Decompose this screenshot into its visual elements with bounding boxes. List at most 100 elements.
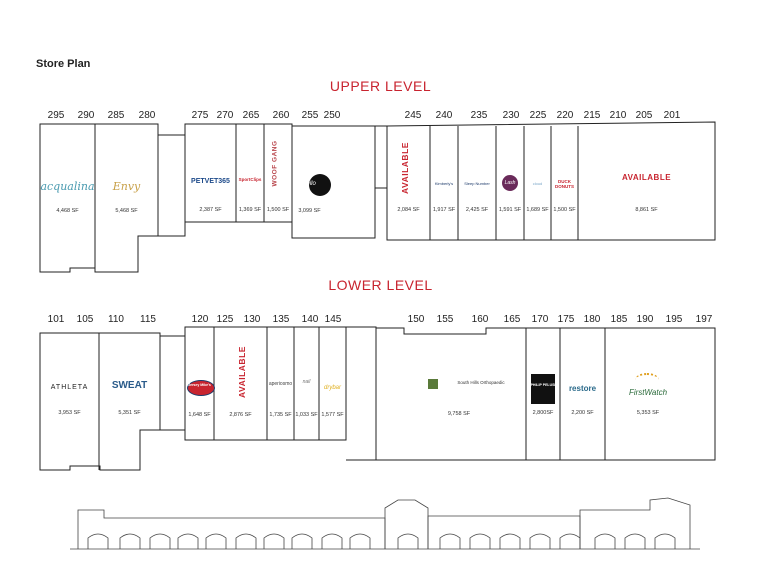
lower-unit-101: 101 bbox=[47, 314, 65, 325]
restore-logo: restore bbox=[568, 384, 597, 393]
firstwatch-logo: FirstWatch bbox=[628, 388, 668, 397]
sf-label: 5,353 SF bbox=[636, 410, 660, 416]
sf-label: 1,591 SF bbox=[498, 207, 522, 213]
lower-unit-145: 145 bbox=[324, 314, 342, 325]
duckdonuts-logo: DUCK DONUTS bbox=[555, 179, 574, 189]
store-restore[interactable]: restore 2,200 SF bbox=[560, 328, 605, 460]
upper-unit-295: 295 bbox=[47, 110, 65, 121]
lower-unit-120: 120 bbox=[191, 314, 209, 325]
lash-logo-badge bbox=[502, 175, 518, 191]
store-sweat[interactable]: SWEAT 5,351 SF bbox=[99, 333, 160, 433]
elevation-arch-9 bbox=[349, 533, 371, 549]
upper-connector-left bbox=[158, 134, 186, 237]
lower-unit-110: 110 bbox=[108, 314, 124, 325]
upper-unit-280: 280 bbox=[138, 110, 156, 121]
lower-unit-150: 150 bbox=[407, 314, 425, 325]
elevation-arch-8 bbox=[321, 533, 343, 549]
store-woofgang[interactable]: WOOF GANG 1,500 SF bbox=[264, 124, 292, 222]
store-sleepnumber[interactable]: Sleep Number 2,425 SF bbox=[458, 126, 496, 240]
store-nail[interactable]: nail 1,033 SF bbox=[294, 327, 319, 440]
store-hello[interactable]: hello 3,099 SF bbox=[292, 126, 375, 238]
sweat-logo: SWEAT bbox=[111, 380, 148, 391]
store-jerseymikes[interactable]: Jersey Mike's 1,648 SF bbox=[185, 327, 215, 440]
store-envy[interactable]: Envy 5,468 SF bbox=[95, 124, 158, 234]
store-philippelusi[interactable]: PHILIP PELUSI 2,800SF bbox=[526, 328, 560, 460]
upper-right-block bbox=[386, 121, 716, 241]
drybar-logo: drybar bbox=[323, 385, 341, 391]
sf-label: 8,861 SF bbox=[635, 207, 658, 213]
philippelusi-logo-badge bbox=[531, 374, 555, 404]
store-sportclips[interactable]: SportClips 1,369 SF bbox=[236, 124, 264, 222]
firstwatch-sun-icon bbox=[635, 373, 659, 387]
jerseymikes-logo-badge bbox=[187, 380, 215, 396]
elevation-arch-7 bbox=[291, 533, 313, 549]
store-petvet365[interactable]: PETVET365 2,387 SF bbox=[185, 124, 236, 222]
lower-unit-175: 175 bbox=[557, 314, 575, 325]
upper-hello-block bbox=[291, 125, 376, 239]
sf-label: 2,425 SF bbox=[465, 207, 489, 213]
store-firstwatch[interactable]: FirstWatch 5,353 SF bbox=[605, 328, 715, 460]
hello-logo: hello bbox=[303, 181, 316, 187]
philippelusi-logo: PHILIP PELUSI bbox=[530, 383, 556, 387]
sf-label: 5,468 SF bbox=[115, 208, 138, 214]
sf-label: 4,468 SF bbox=[56, 208, 79, 214]
lower-unit-185: 185 bbox=[610, 314, 628, 325]
sf-label: 1,577 SF bbox=[321, 412, 344, 418]
lower-right-block bbox=[375, 327, 716, 461]
elevation-arch-2 bbox=[149, 533, 171, 549]
sf-label: 1,648 SF bbox=[188, 412, 211, 418]
lower-unit-195: 195 bbox=[665, 314, 683, 325]
sf-label: 1,369 SF bbox=[238, 207, 262, 213]
sf-label: 1,917 SF bbox=[432, 207, 456, 213]
store-available-215[interactable]: AVAILABLE 8,861 SF bbox=[578, 124, 715, 240]
store-available-125[interactable]: AVAILABLE 2,876 SF bbox=[214, 327, 267, 440]
elevation-arch-11 bbox=[439, 533, 461, 549]
lower-connector-left bbox=[160, 335, 186, 431]
athleta-logo: ATHLETA bbox=[50, 384, 89, 391]
upper-unit-285: 285 bbox=[107, 110, 125, 121]
sf-label: 1,500 SF bbox=[553, 207, 576, 213]
upper-unit-220: 220 bbox=[556, 110, 574, 121]
sleepnumber-logo: Sleep Number bbox=[464, 181, 490, 186]
lower-unit-105: 105 bbox=[76, 314, 94, 325]
envy-logo: Envy bbox=[112, 180, 141, 193]
upper-unit-230: 230 bbox=[502, 110, 520, 121]
cloud-logo: cloud bbox=[532, 181, 543, 186]
sportclips-logo: SportClips bbox=[238, 177, 262, 182]
nail-logo: nail bbox=[302, 379, 311, 385]
elevation-arch-4 bbox=[205, 533, 227, 549]
building-elevation bbox=[70, 497, 700, 550]
store-duckdonuts[interactable]: DUCK DONUTS 1,500 SF bbox=[551, 126, 578, 240]
woofgang-logo: WOOF GANG bbox=[271, 140, 279, 187]
store-athleta[interactable]: ATHLETA 3,953 SF bbox=[40, 333, 99, 433]
store-aperiosmo[interactable]: aperiosmo 1,735 SF bbox=[267, 327, 294, 440]
lower-unit-197: 197 bbox=[695, 314, 713, 325]
store-lash[interactable]: Lash 1,591 SF bbox=[496, 126, 524, 240]
elevation-arch-13 bbox=[499, 533, 521, 549]
sf-label: 5,351 SF bbox=[118, 410, 141, 416]
upper-unit-225: 225 bbox=[529, 110, 547, 121]
store-kimberlys[interactable]: Kimberly's 1,917 SF bbox=[430, 126, 458, 240]
store-cloud[interactable]: cloud 1,689 SF bbox=[524, 126, 551, 240]
lower-connector-right bbox=[346, 326, 377, 461]
southhills-logo: South Hills Orthopaedic bbox=[457, 380, 505, 385]
lower-unit-170: 170 bbox=[531, 314, 549, 325]
petvet365-logo: PETVET365 bbox=[191, 178, 230, 185]
elevation-arch-10 bbox=[397, 533, 419, 549]
upper-unit-265: 265 bbox=[242, 110, 260, 121]
upper-unit-270: 270 bbox=[216, 110, 234, 121]
store-southhills[interactable]: South Hills Orthopaedic 9,758 SF bbox=[404, 334, 526, 460]
upper-level-heading: UPPER LEVEL bbox=[329, 78, 432, 94]
store-available-245[interactable]: AVAILABLE 2,084 SF bbox=[387, 126, 430, 240]
aperiosmo-logo: aperiosmo bbox=[268, 381, 293, 387]
page-title: Store Plan bbox=[36, 58, 91, 70]
lower-unit-165: 165 bbox=[503, 314, 521, 325]
store-drybar[interactable]: drybar 1,577 SF bbox=[319, 327, 346, 440]
upper-unit-260: 260 bbox=[272, 110, 290, 121]
elevation-arch-17 bbox=[624, 533, 646, 549]
upper-unit-275: 275 bbox=[191, 110, 209, 121]
lower-unit-125: 125 bbox=[216, 314, 234, 325]
elevation-arch-15 bbox=[559, 533, 581, 549]
store-acqualina[interactable]: acqualina 4,468 SF bbox=[40, 124, 95, 234]
elevation-arch-6 bbox=[263, 533, 285, 549]
